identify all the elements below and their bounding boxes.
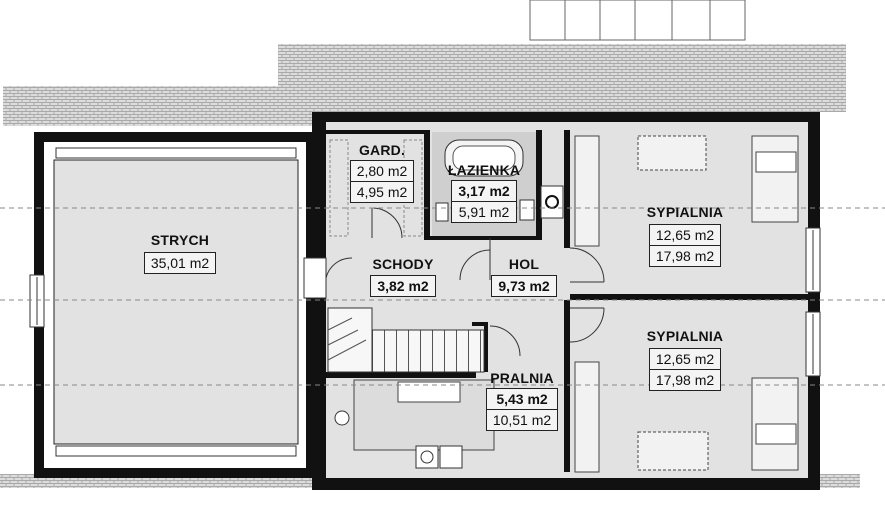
skylight xyxy=(529,0,746,41)
schody-name: SCHODY xyxy=(372,256,434,272)
lazienka-area-2: 5,91 m2 xyxy=(452,201,516,222)
pralnia-label: PRALNIA 5,43 m2 10,51 m2 xyxy=(480,370,564,431)
hol-name: HOL xyxy=(508,256,540,272)
sypialnia-1-area-box: 12,65 m2 17,98 m2 xyxy=(648,224,722,267)
sypialnia-2-label: SYPIALNIA 12,65 m2 17,98 m2 xyxy=(626,328,744,391)
interior-walls xyxy=(326,130,808,472)
stairs xyxy=(327,307,485,373)
sypialnia-1-name: SYPIALNIA xyxy=(646,204,724,220)
pralnia-fixtures xyxy=(334,379,495,469)
garderoba-name: GARD. xyxy=(358,142,406,158)
garderoba-area-2: 4,95 m2 xyxy=(350,181,414,202)
strych-room xyxy=(29,132,316,478)
sypialnia-1-area: 12,65 m2 xyxy=(655,227,715,243)
garderoba-label: GARD. 2,80 m2 4,95 m2 xyxy=(340,142,424,203)
pralnia-area-2: 10,51 m2 xyxy=(486,409,558,430)
sypialnia-2-area-box: 12,65 m2 17,98 m2 xyxy=(648,348,722,391)
windows-right xyxy=(805,227,821,377)
hol-area: 9,73 m2 xyxy=(498,278,550,294)
lazienka-area: 3,17 m2 xyxy=(458,183,510,199)
garderoba-area: 2,80 m2 xyxy=(356,163,408,179)
schody-label: SCHODY 3,82 m2 xyxy=(358,256,448,297)
sypialnia-2-area-2: 17,98 m2 xyxy=(649,369,721,390)
lazienka-area-box: 3,17 m2 5,91 m2 xyxy=(451,180,517,223)
pralnia-area-box: 5,43 m2 10,51 m2 xyxy=(485,388,559,431)
sypialnia-2-area: 12,65 m2 xyxy=(655,351,715,367)
pralnia-name: PRALNIA xyxy=(490,370,554,386)
garderoba-area-box: 2,80 m2 4,95 m2 xyxy=(349,160,415,203)
pralnia-area: 5,43 m2 xyxy=(496,391,548,407)
schody-area: 3,82 m2 xyxy=(377,278,429,294)
lazienka-name: ŁAZIENKA xyxy=(447,162,521,178)
sypialnia-1-label: SYPIALNIA 12,65 m2 17,98 m2 xyxy=(626,204,744,267)
sypialnia-2-furniture xyxy=(574,361,799,473)
strych-area: 35,01 m2 xyxy=(150,255,210,271)
strych-name: STRYCH xyxy=(150,232,210,248)
lazienka-label: ŁAZIENKA 3,17 m2 5,91 m2 xyxy=(436,162,532,223)
hol-area-box: 9,73 m2 xyxy=(491,275,557,297)
slope-lines xyxy=(0,207,885,386)
sypialnia-1-area-2: 17,98 m2 xyxy=(649,245,721,266)
doors xyxy=(303,207,605,357)
strych-area-box: 35,01 m2 xyxy=(143,252,217,274)
roof-left-band xyxy=(3,86,313,126)
schody-area-box: 3,82 m2 xyxy=(370,275,436,297)
roof-top-band xyxy=(278,44,846,112)
strych-label: STRYCH 35,01 m2 xyxy=(130,232,230,274)
sypialnia-2-name: SYPIALNIA xyxy=(646,328,724,344)
hol-label: HOL 9,73 m2 xyxy=(476,256,572,297)
